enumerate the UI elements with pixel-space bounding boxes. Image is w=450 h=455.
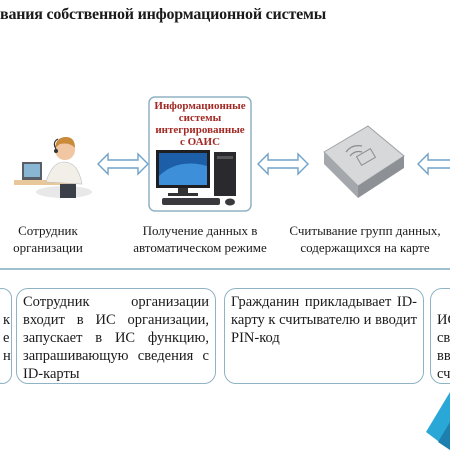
employee-caption: Сотрудник организации xyxy=(13,223,83,255)
panel-text: Сотрудник организации входит в ИС органи… xyxy=(23,294,209,382)
panel-text: Гражданин прикладывает ID-карту к считыв… xyxy=(231,294,417,346)
double-arrow-icon xyxy=(96,152,150,176)
step-panel-citizen: Гражданин прикладывает ID-карту к считыв… xyxy=(224,288,424,384)
slide-title: вания собственной информационной системы xyxy=(0,6,327,23)
panel-text: к е н xyxy=(3,312,11,364)
divider-line xyxy=(0,268,450,270)
reader-caption: Считывание групп данных, содержащихся на… xyxy=(289,223,441,255)
decorative-accent xyxy=(420,392,450,450)
computer-system-icon xyxy=(148,96,252,212)
double-arrow-icon xyxy=(256,152,310,176)
step-panel-employee: Сотрудник организации входит в ИС органи… xyxy=(16,288,216,384)
system-label: Информационные системы интегрированные с… xyxy=(154,100,246,148)
panel-text: ИС све вво счи xyxy=(437,312,450,382)
employee-at-desk-icon xyxy=(2,122,92,202)
step-panel-partial-right: ИС све вво счи xyxy=(430,288,450,384)
step-panel-partial-left: к е н xyxy=(0,288,12,384)
card-reader-icon xyxy=(316,122,408,204)
system-caption: Получение данных в автоматическом режиме xyxy=(133,223,267,255)
double-arrow-icon xyxy=(416,152,450,176)
